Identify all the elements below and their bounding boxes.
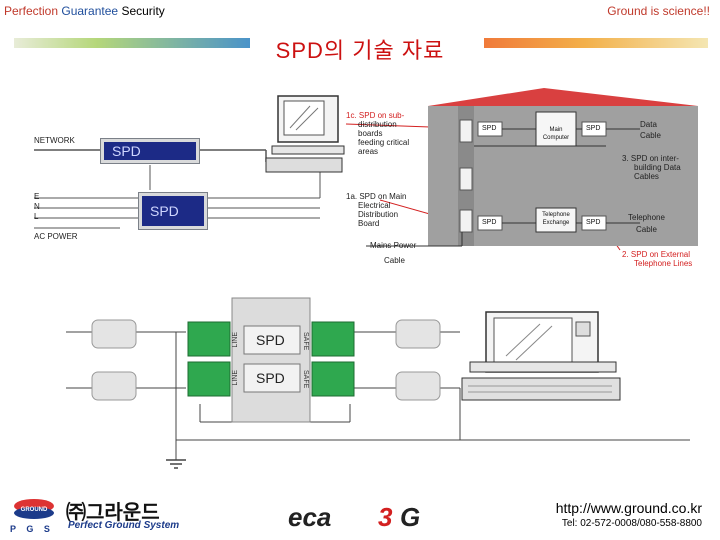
note-1a: 1a. SPD on Main Electrical Distribution … [346, 192, 406, 228]
ground-logo: GROUND [10, 498, 58, 520]
spd-power-label: SPD [142, 196, 204, 226]
note-1a-line: Board [358, 219, 380, 228]
telephone-exchange-line: Telephone [542, 212, 570, 218]
line-label-bottom: LINE [232, 370, 239, 386]
company-tagline: Perfect Ground System [68, 520, 180, 531]
header-left: Perfection Guarantee Security [4, 4, 165, 18]
safe-label-top: SAFE [302, 332, 309, 351]
spd-power-box: SPD [138, 192, 208, 230]
data-cable-label: Data Cable [640, 119, 661, 141]
note-3-line: building Data [634, 163, 681, 172]
company-name: ㈜그라운드 [66, 502, 160, 524]
note-2-line: 2. SPD on External [622, 250, 691, 259]
spd-module-bottom-label: SPD [256, 370, 285, 386]
website-url[interactable]: http://www.ground.co.kr [555, 500, 702, 516]
note-1c-line: feeding critical [358, 138, 410, 147]
main-computer-label: Main Computer [538, 126, 574, 142]
svg-text:eca: eca [288, 502, 331, 532]
header-guarantee: Guarantee [61, 4, 119, 18]
note-1c: 1c. SPD on sub- distribution boards feed… [346, 111, 409, 156]
main-computer-line: Main [549, 127, 563, 133]
telephone-exchange-line: Exchange [542, 220, 570, 226]
note-1c-line: boards [358, 129, 383, 138]
bldg-spd-3: SPD [482, 219, 497, 226]
safe-label-bottom: SAFE [302, 370, 309, 389]
page-title: SPD의 기술 자료 [275, 38, 445, 63]
telephone-exchange-label: Telephone Exchange [536, 211, 576, 227]
note-3-line: 3. SPD on inter- [622, 154, 679, 163]
note-1c-line: 1c. SPD on sub- [346, 111, 405, 120]
svg-text:3: 3 [378, 502, 393, 532]
telephone-cable-label: Telephone Cable [628, 212, 665, 236]
cable-label: Cable [384, 256, 405, 265]
spd-network-label: SPD [104, 142, 196, 160]
bldg-spd-1: SPD [482, 125, 497, 132]
title-bar-right [484, 38, 708, 48]
power-line-l: L [34, 212, 39, 221]
bldg-spd-4: SPD [586, 219, 601, 226]
telephone-cable-line: Cable [636, 225, 657, 234]
pgs-label: P G S [10, 524, 54, 534]
note-1c-line: distribution [358, 120, 397, 129]
svg-text:G: G [400, 502, 420, 532]
network-label: NETWORK [34, 136, 75, 145]
telephone-numbers: Tel: 02-572-0008/080-558-8800 [561, 518, 702, 529]
note-3: 3. SPD on inter- building Data Cables [622, 154, 681, 181]
ac-power-label: AC POWER [34, 232, 78, 241]
title-bar-left [14, 38, 250, 48]
main-computer-line: Computer [542, 135, 570, 141]
header-slogan: Ground is science!! [607, 4, 710, 18]
note-1a-line: Distribution [358, 210, 399, 219]
note-1a-line: Electrical [358, 201, 391, 210]
data-cable-line: Data [640, 120, 657, 129]
power-line-n: N [34, 202, 40, 211]
spd-module-top-label: SPD [256, 332, 285, 348]
bldg-spd-2: SPD [586, 125, 601, 132]
telephone-cable-line: Telephone [628, 213, 665, 222]
data-cable-line: Cable [640, 131, 661, 140]
note-1c-line: areas [358, 147, 379, 156]
ground-logo-text: GROUND [21, 507, 48, 513]
spd-network-box: SPD [100, 138, 200, 164]
note-2: 2. SPD on External Telephone Lines [622, 250, 692, 268]
line-label-top: LINE [232, 332, 239, 348]
note-3-line: Cables [634, 172, 659, 181]
note-1a-line: 1a. SPD on Main [346, 192, 407, 201]
mains-power-label: Mains Power [370, 241, 417, 250]
header-perfection: Perfection [4, 4, 59, 18]
note-2-line: Telephone Lines [634, 259, 693, 268]
eco3g-logo: eca 3 G [282, 500, 442, 532]
power-line-e: E [34, 192, 40, 201]
header-security: Security [121, 4, 165, 18]
